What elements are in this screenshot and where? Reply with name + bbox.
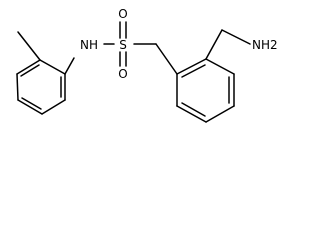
atom-label-s: S: [119, 38, 127, 52]
molecule-drawing: O NH S O NH2: [16, 7, 278, 123]
bond: [221, 29, 251, 45]
bond: [176, 58, 207, 75]
bond: [20, 64, 40, 77]
bond: [16, 73, 19, 101]
bond: [181, 102, 206, 117]
bond: [21, 97, 42, 110]
bond: [181, 64, 206, 78]
bond: [205, 105, 235, 123]
bond: [17, 31, 41, 61]
bond: [205, 29, 223, 60]
bond: [176, 105, 207, 123]
bond: [17, 99, 43, 115]
bond: [16, 59, 41, 75]
bond: [41, 99, 66, 115]
atom-label-o-bottom: O: [118, 67, 127, 81]
bond: [39, 59, 66, 75]
bond: [64, 57, 75, 75]
atom-label-amine-n: NH2: [252, 38, 278, 52]
atom-label-o-top: O: [118, 7, 127, 21]
structure-diagram: O NH S O NH2: [16, 7, 278, 123]
bond: [205, 58, 235, 75]
bond: [155, 43, 178, 75]
atom-label-amide-n: NH: [80, 38, 98, 52]
